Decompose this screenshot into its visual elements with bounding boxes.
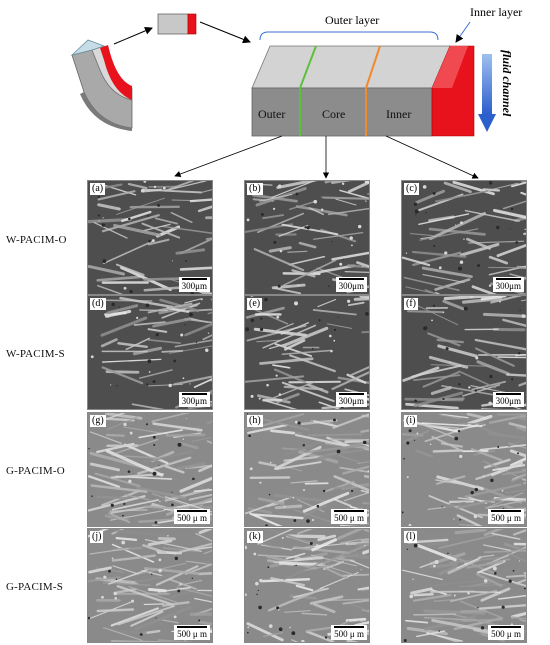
sem-panel-e: (e) 300μm (244, 295, 370, 410)
row-label-w-pacim-s: W-PACIM-S (6, 348, 65, 360)
section-label-core: Core (322, 107, 345, 121)
sem-panel-c: (c) 300μm (401, 180, 527, 295)
panel-label: (j) (90, 531, 104, 543)
row-label-w-pacim-o: W-PACIM-O (6, 234, 67, 246)
panel-label: (f) (404, 298, 418, 310)
sem-panel-f: (f) 300μm (401, 295, 527, 410)
sem-texture (245, 529, 369, 642)
panel-label: (h) (247, 415, 263, 427)
panel-label: (c) (404, 183, 420, 195)
scale-bar: 500 μ m (174, 509, 210, 524)
scale-bar: 500 μ m (488, 625, 524, 640)
panel-label: (a) (90, 183, 106, 195)
scale-bar: 300μm (178, 277, 210, 292)
sem-texture (88, 529, 212, 642)
panel-label: (l) (404, 531, 418, 543)
arrow-to-column-3 (385, 135, 479, 179)
sem-panel-b: (b) 300μm (244, 180, 370, 295)
sem-texture (245, 181, 369, 294)
section-label-inner: Inner (386, 107, 411, 121)
sem-texture (245, 296, 369, 409)
sem-panel-a: (a) 300μm (87, 180, 213, 295)
scale-bar: 500 μ m (488, 509, 524, 524)
sem-texture (88, 413, 212, 526)
panel-label: (b) (247, 183, 263, 195)
outer-layer-title: Outer layer (325, 13, 379, 27)
sem-texture (88, 296, 212, 409)
scale-bar: 300μm (335, 392, 367, 407)
sem-panel-k: (k) 500 μ m (244, 528, 370, 643)
scale-bar: 300μm (335, 277, 367, 292)
sem-texture (88, 181, 212, 294)
layered-block (251, 45, 475, 137)
sem-panel-l: (l) 500 μ m (401, 528, 527, 643)
fluid-channel-arrow-icon (478, 54, 496, 132)
section-label-outer: Outer (258, 107, 285, 121)
fluid-channel-label: fluid channel (500, 50, 514, 117)
curved-pipe-icon (70, 39, 133, 131)
panel-label: (i) (404, 415, 418, 427)
sem-texture (402, 296, 526, 409)
scale-bar: 300μm (492, 277, 524, 292)
sem-panel-i: (i) 500 μ m (401, 412, 527, 527)
inner-layer-arrow (455, 21, 471, 43)
schematic-diagram: Outer layer Inner layer fluid channel Ou… (70, 5, 522, 179)
scale-bar: 300μm (492, 392, 524, 407)
sem-texture (245, 413, 369, 526)
panel-label: (g) (90, 415, 106, 427)
small-block-icon (157, 13, 197, 35)
sem-panel-g: (g) 500 μ m (87, 412, 213, 527)
arrow-to-small-block (113, 27, 153, 45)
sem-panel-d: (d) 300μm (87, 295, 213, 410)
scale-bar: 500 μ m (331, 625, 367, 640)
sem-panel-j: (j) 500 μ m (87, 528, 213, 643)
arrow-to-column-1 (174, 135, 283, 178)
row-label-g-pacim-s: G-PACIM-S (6, 581, 64, 593)
scale-bar: 300μm (178, 392, 210, 407)
panel-label: (e) (247, 298, 263, 310)
panel-label: (k) (247, 531, 263, 543)
scale-bar: 500 μ m (174, 625, 210, 640)
row-label-g-pacim-o: G-PACIM-O (6, 465, 65, 477)
inner-layer-title: Inner layer (470, 5, 522, 19)
scale-bar: 500 μ m (331, 509, 367, 524)
arrow-to-big-block (199, 21, 251, 44)
outer-layer-bracket (259, 31, 439, 41)
sem-panel-h: (h) 500 μ m (244, 412, 370, 527)
sem-texture (402, 181, 526, 294)
panel-label: (d) (90, 298, 106, 310)
